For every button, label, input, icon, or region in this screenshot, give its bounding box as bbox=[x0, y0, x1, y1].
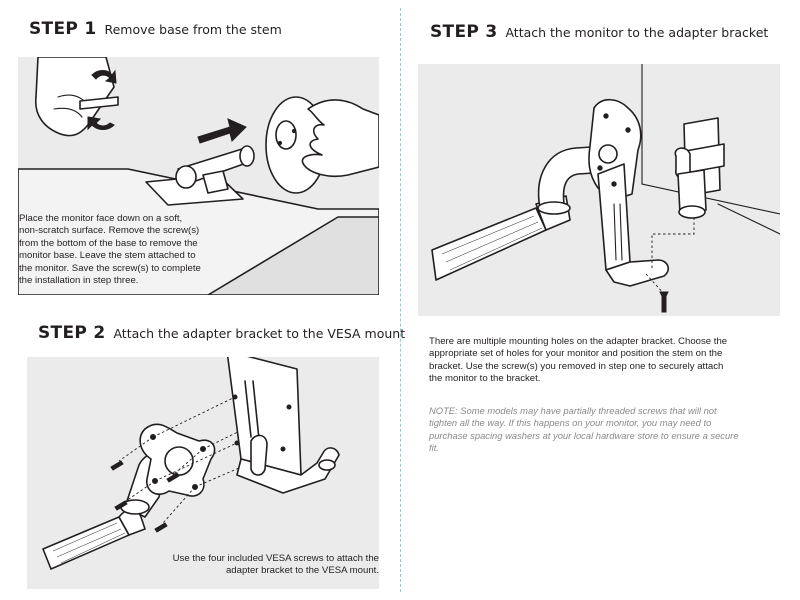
step-2-caption: Use the four included VESA screws to att… bbox=[150, 553, 379, 578]
adapter-bracket-illustration bbox=[588, 98, 670, 287]
note-line: fit. bbox=[429, 442, 439, 454]
column-divider bbox=[400, 8, 401, 592]
vesa-mount-illustration bbox=[139, 423, 216, 497]
monitor-arm-illustration bbox=[431, 145, 611, 281]
caption-line: There are multiple mounting holes on the… bbox=[429, 336, 728, 347]
base-screw-illustration bbox=[659, 291, 669, 313]
step-2-title: Attach the adapter bracket to the VESA m… bbox=[113, 326, 406, 341]
step-3-illustration bbox=[418, 64, 780, 316]
caption-line: the monitor to the bracket. bbox=[429, 373, 541, 385]
step-2-number: STEP 2 bbox=[38, 323, 106, 343]
step-1-drawing bbox=[18, 57, 379, 295]
caption-line: Place the monitor face down on a soft, bbox=[19, 213, 183, 224]
step-1-heading: STEP 1 Remove base from the stem bbox=[29, 19, 282, 39]
step-3-heading: STEP 3 Attach the monitor to the adapter… bbox=[430, 22, 768, 42]
hand-right-illustration bbox=[301, 99, 379, 178]
direction-arrow bbox=[197, 118, 247, 144]
table-edge bbox=[207, 216, 379, 295]
alignment-guides bbox=[118, 396, 290, 524]
step-3-number: STEP 3 bbox=[430, 22, 498, 42]
caption-line: adapter bracket to the VESA mount. bbox=[225, 565, 379, 577]
caption-line: bracket. Use the screw(s) you removed in… bbox=[429, 360, 724, 372]
caption-line: the installation in step three. bbox=[19, 275, 139, 287]
step-2-heading: STEP 2 Attach the adapter bracket to the… bbox=[38, 323, 405, 343]
monitor-stem-illustration bbox=[674, 117, 725, 219]
step-1-caption: Place the monitor face down on a soft, n… bbox=[19, 213, 249, 287]
note-line: NOTE: Some models may have partially thr… bbox=[429, 405, 717, 416]
step-3-note: NOTE: Some models may have partially thr… bbox=[429, 405, 779, 455]
caption-line: appropriate set of holes for your monito… bbox=[429, 348, 723, 360]
caption-line: non-scratch surface. Remove the screw(s) bbox=[19, 225, 200, 237]
hand-screwdriver-illustration bbox=[34, 57, 119, 137]
step-1-illustration bbox=[18, 57, 379, 295]
step-2-drawing bbox=[42, 357, 340, 570]
adapter-bracket-illustration bbox=[226, 357, 340, 494]
note-line: purchase spacing washers at your local h… bbox=[429, 429, 739, 441]
step-3-title: Attach the monitor to the adapter bracke… bbox=[505, 25, 769, 40]
alignment-guides bbox=[645, 218, 695, 297]
caption-line: Use the four included VESA screws to att… bbox=[172, 553, 379, 564]
step-3-caption: There are multiple mounting holes on the… bbox=[429, 336, 774, 386]
vesa-screws-illustration bbox=[110, 460, 180, 533]
step-2-illustration bbox=[27, 357, 379, 589]
step-1-title: Remove base from the stem bbox=[104, 22, 282, 37]
step-1-number: STEP 1 bbox=[29, 19, 97, 39]
caption-line: from the bottom of the base to remove th… bbox=[19, 237, 198, 249]
caption-line: monitor base. Leave the stem attached to bbox=[19, 250, 196, 262]
monitor-stem-illustration bbox=[145, 145, 255, 206]
note-line: tighten all the way. If this happens on … bbox=[429, 417, 712, 429]
caption-line: the monitor. Save the screw(s) to comple… bbox=[19, 262, 201, 274]
step-3-drawing bbox=[431, 64, 780, 313]
